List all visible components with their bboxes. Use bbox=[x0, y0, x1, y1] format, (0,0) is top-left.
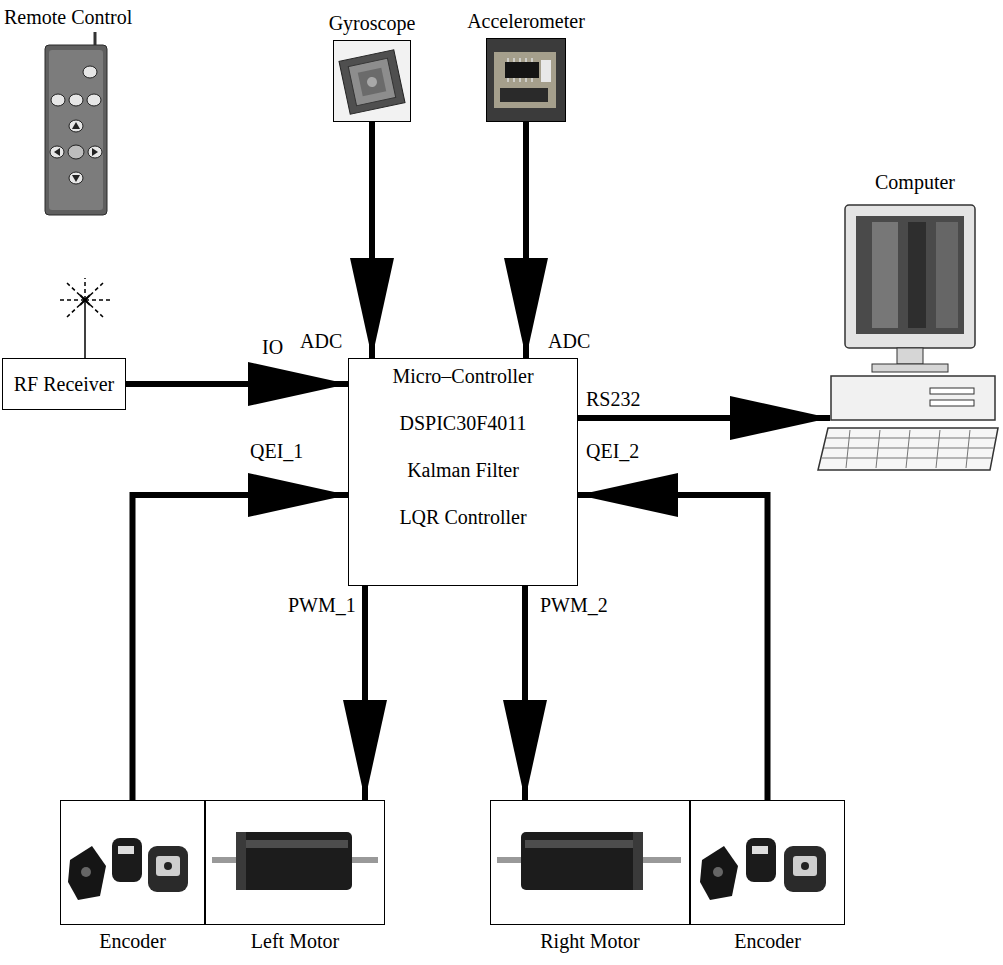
text-holder: RF Receiver bbox=[3, 359, 125, 409]
arrow-head bbox=[350, 258, 394, 358]
rf-antenna bbox=[60, 278, 110, 358]
sensor-box: Gyroscope bbox=[333, 40, 411, 122]
motor-box: Right Motor bbox=[490, 800, 690, 925]
signal-name: PWM_1 bbox=[288, 594, 356, 617]
text-holder: Computer bbox=[875, 171, 955, 194]
remote-control-picture bbox=[45, 32, 107, 215]
signal-name: RS232 bbox=[586, 388, 640, 411]
signal-arrow bbox=[343, 586, 387, 800]
signal-name: QEI_2 bbox=[586, 440, 639, 463]
signal-name: ADC bbox=[548, 330, 590, 353]
node-label: RF Receiver bbox=[14, 373, 115, 396]
arrow-head bbox=[504, 258, 548, 358]
node-label: Left Motor bbox=[251, 930, 339, 953]
signal-arrow bbox=[126, 362, 348, 406]
arrow-shaft bbox=[133, 495, 349, 800]
signal-arrow bbox=[133, 473, 349, 800]
arrow-head bbox=[730, 396, 830, 440]
signal-name: IO bbox=[262, 336, 283, 359]
arrow-head bbox=[248, 362, 348, 406]
signal-arrow bbox=[503, 586, 547, 800]
node-label: Accelerometer bbox=[467, 10, 585, 33]
arrow-shaft bbox=[578, 495, 768, 800]
text-holder: Left Motor bbox=[251, 930, 339, 953]
text-holder: Accelerometer bbox=[467, 10, 585, 33]
encoder-box: Encoder bbox=[60, 800, 205, 925]
sensor-box: Accelerometer bbox=[486, 38, 566, 122]
signal-arrow bbox=[578, 473, 768, 800]
signal-arrow bbox=[350, 122, 394, 358]
encoder-picture bbox=[700, 838, 826, 900]
arrow-head bbox=[248, 473, 348, 517]
node-label: Computer bbox=[875, 171, 955, 194]
signal-name: QEI_1 bbox=[250, 440, 303, 463]
motor-picture bbox=[497, 832, 681, 890]
node-label: LQR Controller bbox=[399, 506, 526, 529]
text-holder: Micro–ControllerDSPIC30F4011Kalman Filte… bbox=[349, 359, 577, 585]
gyroscope-picture bbox=[334, 41, 410, 121]
node-label: Kalman Filter bbox=[407, 459, 519, 482]
text-holder: Gyroscope bbox=[329, 12, 416, 35]
signal-name: ADC bbox=[300, 330, 342, 353]
node-label: Encoder bbox=[99, 930, 166, 953]
node-label: Right Motor bbox=[540, 930, 639, 953]
motor-box: Left Motor bbox=[205, 800, 385, 925]
receiver-box: RF Receiver bbox=[2, 358, 126, 410]
node-label: Encoder bbox=[734, 930, 801, 953]
text-holder: Right Motor bbox=[540, 930, 639, 953]
motor-picture bbox=[212, 832, 378, 890]
node-label: Micro–Controller bbox=[392, 365, 533, 388]
encoder-box: Encoder bbox=[690, 800, 845, 925]
controller-box: Micro–ControllerDSPIC30F4011Kalman Filte… bbox=[348, 358, 578, 586]
text-holder: Encoder bbox=[734, 930, 801, 953]
node-label: Gyroscope bbox=[329, 12, 416, 35]
accelerometer-picture bbox=[487, 39, 565, 121]
part-name: Remote Control bbox=[4, 6, 132, 29]
signal-name: PWM_2 bbox=[540, 594, 608, 617]
arrow-head bbox=[343, 700, 387, 800]
encoder-picture bbox=[68, 838, 188, 900]
arrow-head bbox=[578, 473, 678, 517]
node-label: DSPIC30F4011 bbox=[399, 412, 526, 435]
computer-node: Computer bbox=[830, 200, 1000, 472]
text-holder: Encoder bbox=[99, 930, 166, 953]
arrow-head bbox=[503, 700, 547, 800]
computer-picture bbox=[818, 205, 998, 470]
signal-arrow bbox=[504, 122, 548, 358]
